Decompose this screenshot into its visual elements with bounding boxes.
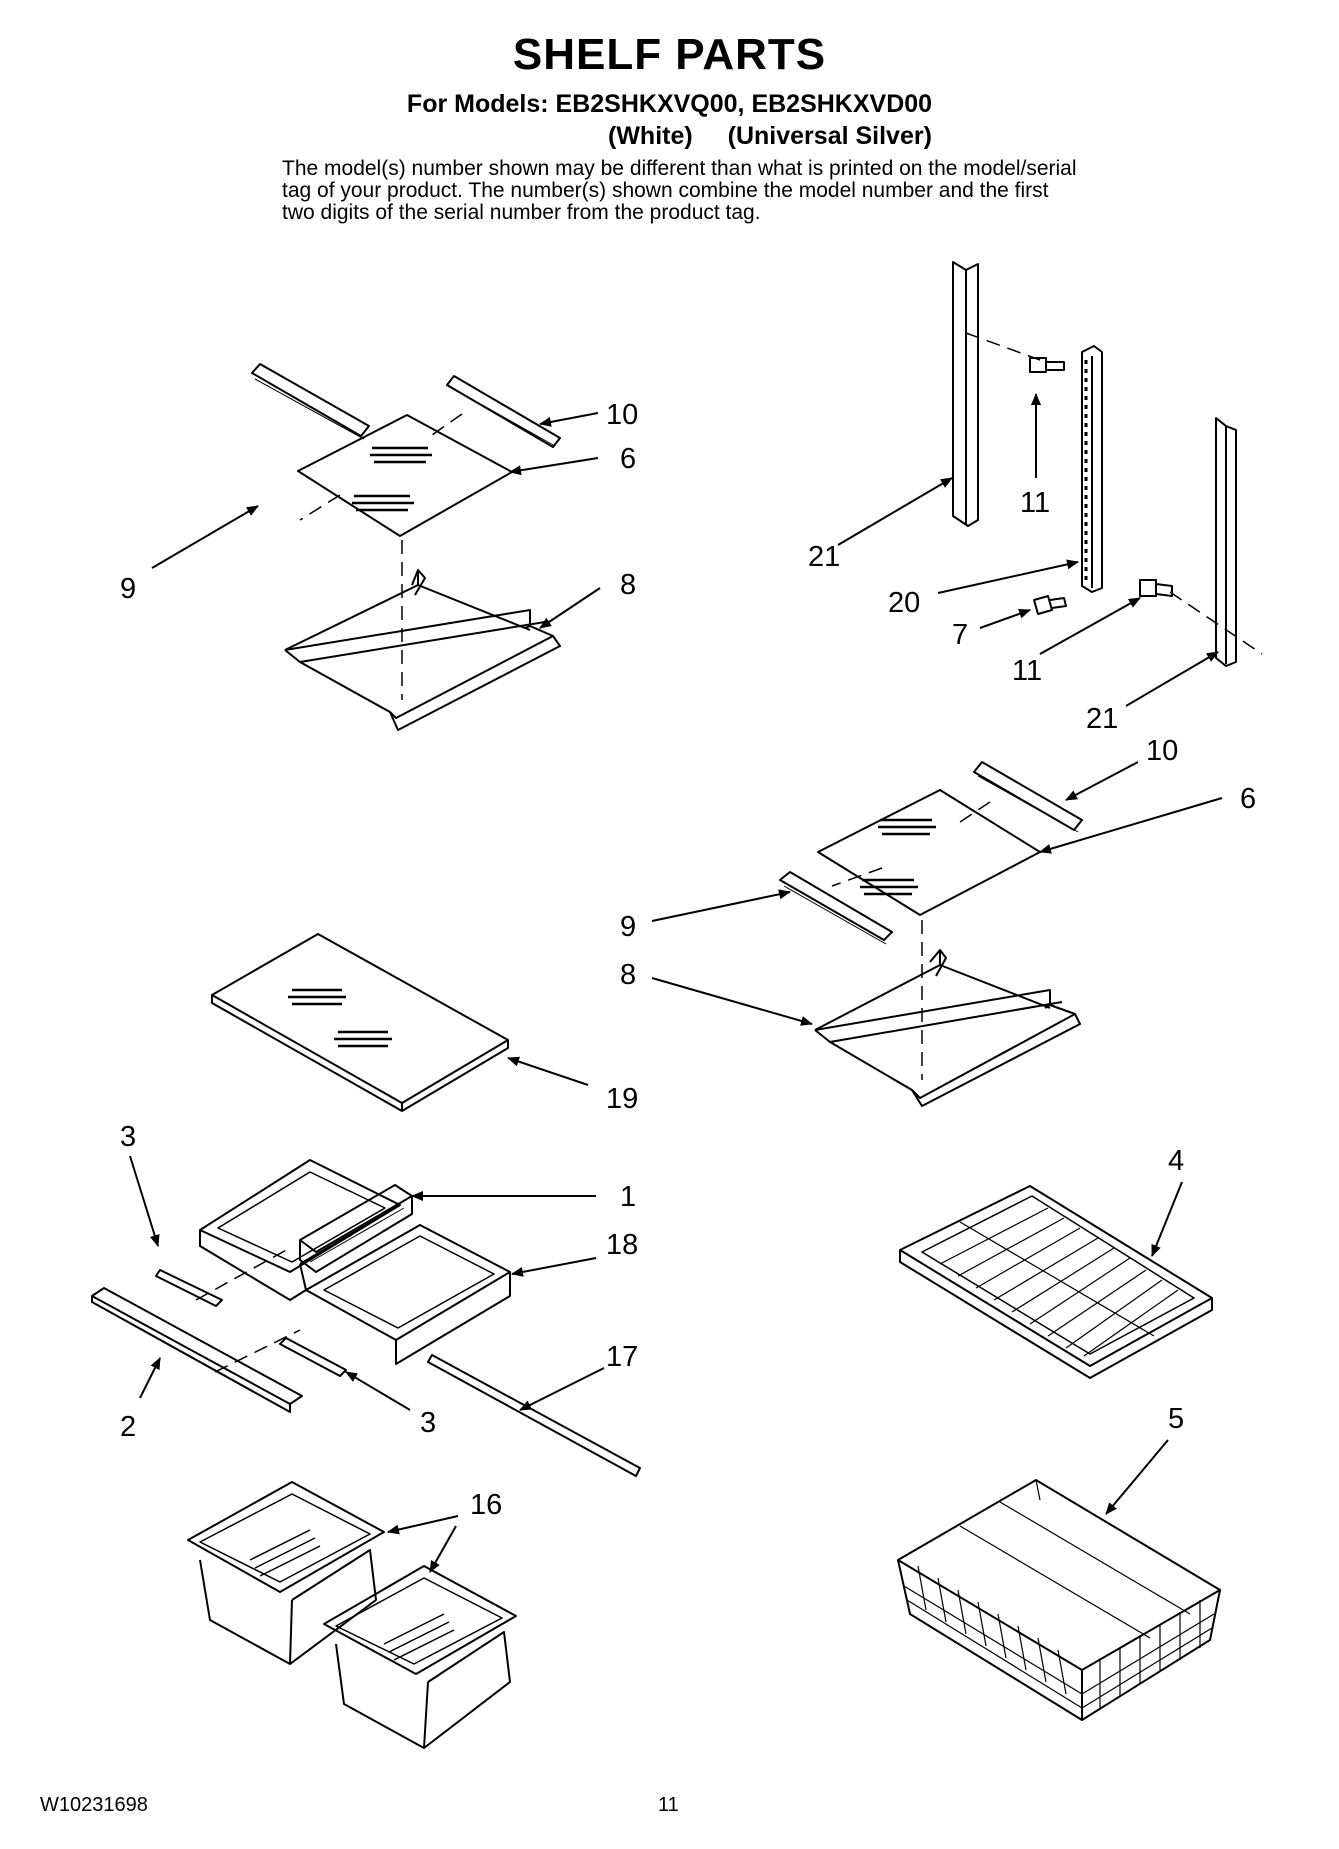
callout-9-upper: 9 — [120, 573, 136, 605]
callout-21-right: 21 — [1086, 703, 1118, 735]
callout-3-left: 3 — [120, 1121, 136, 1153]
callout-8-upper: 8 — [620, 569, 636, 601]
wire-shelf-4 — [899, 1185, 1213, 1379]
callout-11-upper: 11 — [1020, 487, 1050, 519]
screw-11-lower — [1139, 579, 1173, 597]
callout-6-mid: 6 — [1240, 783, 1256, 815]
rear-trim-upper-left — [446, 375, 561, 448]
callout-labels: 10 6 9 8 21 11 20 7 11 21 10 6 9 8 19 3 … — [120, 399, 1256, 1521]
callout-1: 1 — [620, 1181, 636, 1213]
divider-1 — [299, 1184, 413, 1273]
variant-universal-silver: (Universal Silver) — [727, 122, 932, 150]
screw-11-upper — [1029, 357, 1065, 373]
front-trim-2 — [91, 1287, 303, 1413]
rail-20-ladder — [1081, 345, 1103, 593]
bracket-3-right — [279, 1337, 347, 1377]
rail-21-right — [1215, 417, 1237, 667]
callout-18: 18 — [606, 1229, 638, 1261]
front-trim-upper-left — [251, 363, 370, 440]
crisper-drawer-16-right — [323, 1565, 517, 1749]
rail-21-left — [952, 261, 979, 527]
glass-shelf-mid-right — [817, 789, 1041, 916]
wire-basket-5 — [897, 1479, 1221, 1721]
glass-shelf-upper-left — [297, 414, 513, 537]
callout-17: 17 — [606, 1341, 638, 1373]
callout-6-upper: 6 — [620, 443, 636, 475]
shelf-frame-mid-right — [814, 949, 1081, 1107]
callout-7: 7 — [952, 619, 968, 651]
model-variants: (White) (Universal Silver) — [608, 122, 960, 151]
callout-11-lower: 11 — [1012, 655, 1042, 687]
callout-16: 16 — [470, 1489, 502, 1521]
variant-white: (White) — [608, 122, 693, 150]
glass-shelf-19 — [211, 933, 509, 1112]
page-title: SHELF PARTS — [512, 30, 827, 79]
callout-21-left: 21 — [808, 541, 840, 573]
callout-3-right: 3 — [420, 1407, 436, 1439]
support-rod-17 — [427, 1354, 641, 1477]
callout-leaders — [129, 393, 1223, 1573]
shelf-frame-upper-left — [284, 569, 561, 731]
callout-19: 19 — [606, 1083, 638, 1115]
page-number: 11 — [658, 1794, 679, 1816]
rear-trim-mid-right — [973, 761, 1083, 833]
callout-10-mid: 10 — [1146, 735, 1178, 767]
disclaimer-text: The model(s) number shown may be differe… — [282, 157, 1077, 224]
front-trim-mid-right — [779, 871, 893, 945]
models-line: For Models: EB2SHKXVQ00, EB2SHKXVD00 — [406, 90, 933, 118]
callout-20: 20 — [888, 587, 920, 619]
callout-4: 4 — [1168, 1145, 1184, 1177]
crisper-drawer-16-left — [187, 1481, 385, 1665]
callout-10-upper: 10 — [606, 399, 638, 431]
document-number: W10231698 — [40, 1794, 148, 1816]
callout-5: 5 — [1168, 1403, 1184, 1435]
callout-8-mid: 8 — [620, 959, 636, 991]
crisper-cover-18 — [199, 1159, 511, 1365]
callout-9-mid: 9 — [620, 911, 636, 943]
screw-7 — [1033, 595, 1067, 615]
callout-2: 2 — [120, 1411, 136, 1443]
bracket-3-left — [155, 1269, 223, 1307]
